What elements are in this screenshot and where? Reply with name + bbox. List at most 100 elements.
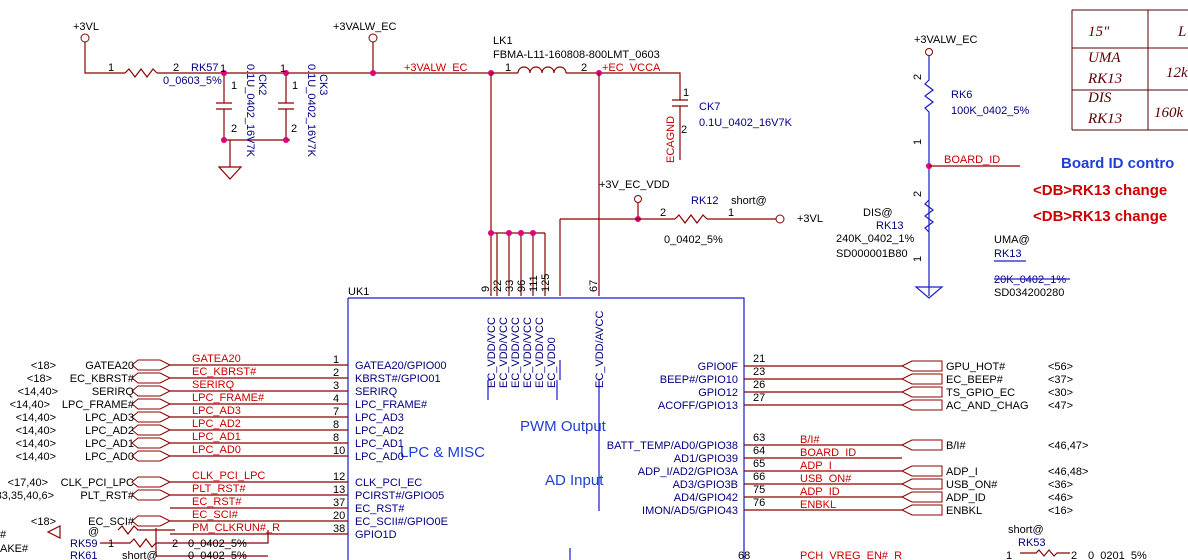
ck3-value: 0.1U_0402_16V7K [305,64,317,158]
right-ext-net: GPU_HOT# [946,361,1006,373]
offpage-connector [131,385,172,397]
right-pin-net: ENBKL [800,499,836,511]
top-pin-num: 67 [588,280,600,292]
left-pin-net: GATEA20 [192,353,241,365]
left-pin-num: 10 [333,445,345,457]
top-pin-num: 33 [504,280,516,292]
left-ext-net: LPC_AD1 [85,438,134,450]
left-ext-net: PLT_RST# [80,490,134,502]
offpage-connector [900,399,943,411]
left-pin-name: LPC_AD0 [355,451,404,463]
left-ext-net: CLK_PCI_LPC [61,477,134,489]
rk13-pin1: 1 [912,256,924,262]
rk13-dis-value: 240K_0402_1% [836,233,915,245]
left-ext-ref: <14,40> [16,412,56,424]
gnd-symbol [217,166,243,180]
right-pin-name: AD1/GPIO39 [674,453,738,465]
top-pin-name: EC_VDD/AVCC [594,311,606,388]
ck2-ref: CK2 [256,74,268,95]
right-pin-num: 75 [753,484,765,496]
left-pin-net: EC_SCI# [192,509,239,521]
left-pin-num: 8 [333,419,339,431]
board-id-table: 15" L UMA RK13 12k DIS RK13 160k [1071,9,1188,131]
rk59-pin2: 2 [172,538,178,550]
p3vl-terminal [80,33,90,43]
right-ext-net: ADP_I [946,466,978,478]
left-ext-net: EC_KBRST# [70,373,135,385]
left-pin-name: PCIRST#/GPIO05 [355,490,444,502]
offpage-connector [900,504,943,516]
ck3-pin1: 1 [280,63,286,75]
notes: Board ID contro <DB>RK13 change <DB>RK13… [1033,155,1174,225]
top-pin-num: 125 [540,274,552,292]
left-ext-ref: <14,40> [10,399,50,411]
left-pin-num: 12 [333,471,345,483]
offpage-connector [900,439,943,451]
board-id-section: +3VALW_EC 2 1 RK6 100K_0402_5% BOARD_ID … [836,34,1070,299]
table-cell: 160k [1154,105,1184,121]
left-ext-ref: <18> [27,373,52,385]
rk53-ref: RK53 [1018,537,1046,549]
rk53-pin1: 1 [1006,550,1012,560]
rk12-value: 0_0402_5% [664,234,723,246]
rk57-pin1: 1 [108,62,114,74]
left-pin-net: SERIRQ [192,379,235,391]
rk53-pin2: 2 [1071,550,1077,560]
ck2-pin1: 1 [220,63,226,75]
left-pin-num: 37 [333,497,345,509]
top-pin-num: 22 [492,280,504,292]
left-ext-ref: <14,40> [16,425,56,437]
left-pin-num: 13 [333,484,345,496]
rk12-pin2: 2 [660,207,666,219]
right-pin-name: ADP_I/AD2/GPIO3A [638,466,739,478]
left-ext-net: LPC_AD2 [85,425,134,437]
board-id-net-label: BOARD_ID [944,154,1000,166]
ck2-pin2: 2 [231,123,237,135]
right-pin-num: 21 [753,353,765,365]
top-pin-name: EC_VDD/VCC [534,317,546,388]
right-ext-ref: <37> [1048,374,1073,386]
bottom-left-section: @ RK59 1 2 0_0402_5% RK61 short@ 0_0402_… [0,525,269,560]
offpage-connector [131,398,172,410]
rk59-value: 0_0402_5% [188,538,247,550]
lk1-pin2: 2 [581,62,587,74]
left-pin-num: 3 [333,380,339,392]
right-ext-net: AC_AND_CHAG [946,400,1029,412]
p3valw-terminal [368,33,378,43]
rk13-uma-ref: RK13 [994,248,1022,260]
left-pin-net: EC_RST# [192,496,242,508]
table-cell: 15" [1088,24,1110,40]
right-ext-net: TS_GPIO_EC [946,387,1015,399]
left-pin-num: 20 [333,510,345,522]
right-ext-net: USB_ON# [946,479,998,491]
left-pin-num: 1 [333,354,339,366]
rk57-value: 0_0603_5% [163,75,222,87]
left-pin-name: SERIRQ [355,386,398,398]
left-ext-net: SERIRQ [92,386,135,398]
left-ext-ref: <18> [31,360,56,372]
table-cell: RK13 [1087,71,1122,87]
right-pin-name: AD4/GPIO42 [674,492,738,504]
ec-vdd-label: +3V_EC_VDD [599,179,670,191]
rk59-pin1: 1 [108,538,114,550]
offpage-connector [900,491,943,503]
rk53-note: short@ [1008,524,1044,536]
p3vl-right-label: +3VL [797,213,823,225]
left-pin-name: GPIO1D [355,529,397,541]
uk1-body [347,297,745,560]
right-pin-net: BOARD_ID [800,447,856,459]
table-cell: UMA [1088,50,1121,66]
change-note-2: <DB>RK13 change [1033,208,1167,225]
right-ext-net: ENBKL [946,505,982,517]
left-pin-name: LPC_AD1 [355,438,404,450]
p3valw-right-label: +3VALW_EC [914,34,978,46]
lk1-section: LK1 FBMA-L11-160808-800LMT_0603 1 2 +EC_… [488,35,793,163]
left-ext-net: EC_SCI# [88,516,135,528]
rk12-section: +3V_EC_VDD RK12 short@ 2 1 0_0402_5% +3V… [559,179,823,296]
uk1-chip: UK1 LPC & MISC PWM Output AD Input 68 PC… [347,286,902,560]
rk59-ref: RK59 [70,538,98,550]
rk57-resistor [124,68,158,78]
right-pin-num: 26 [753,379,765,391]
